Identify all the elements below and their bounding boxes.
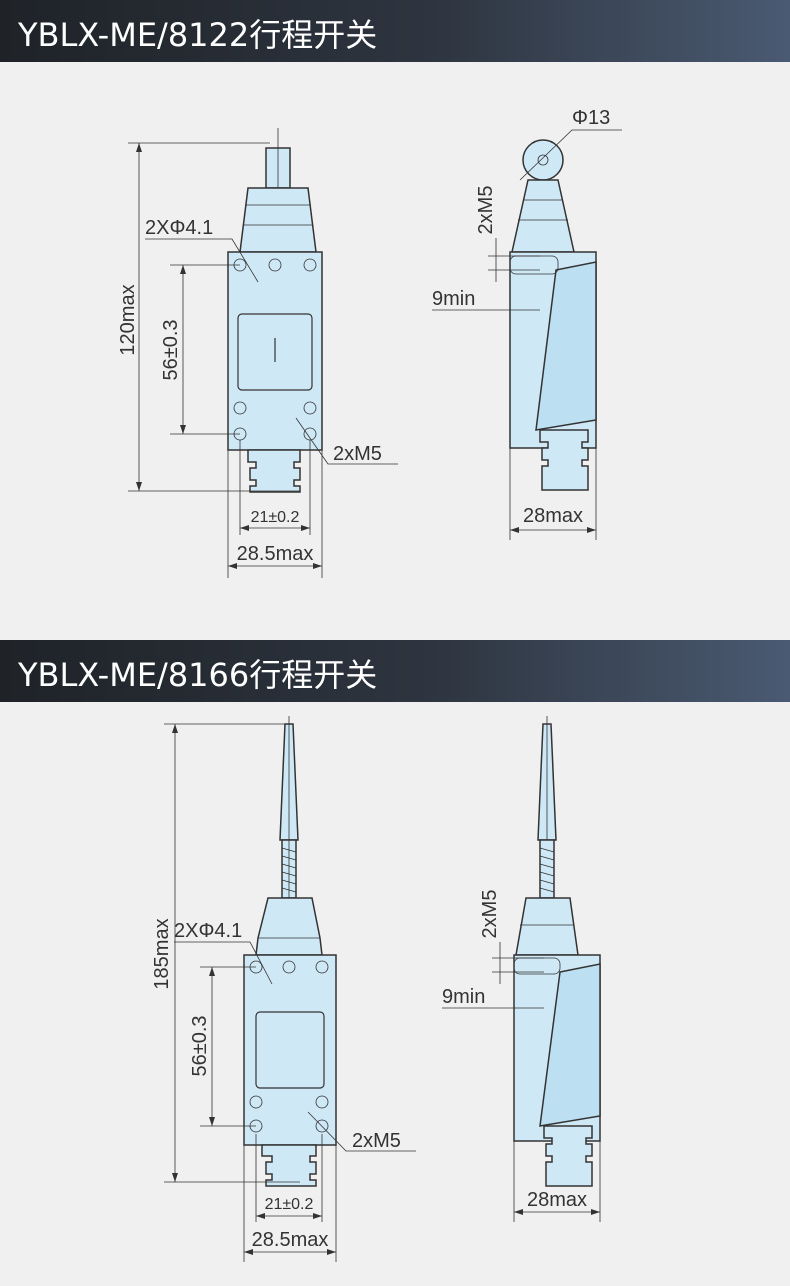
hole-label-2: 2XΦ4.1 xyxy=(174,920,242,942)
cable-gland-2 xyxy=(261,1144,317,1187)
section-1-title: YBLX-ME/8122行程开关 xyxy=(18,16,378,54)
section-1-panel: 120max 56±0.3 2XΦ4.1 2xM5 21±0.2 xyxy=(0,62,790,640)
dia-label: Φ13 xyxy=(572,107,610,129)
side-thread-label: 2xM5 xyxy=(475,186,497,235)
side-min-label-2: 9min xyxy=(442,986,485,1008)
spacing-label-2: 21±0.2 xyxy=(265,1196,314,1213)
width-label-2: 28.5max xyxy=(252,1229,329,1251)
side-min-label: 9min xyxy=(432,288,475,310)
side-view-8122: Φ13 2xM5 9min 28max xyxy=(432,107,622,540)
spacing-label: 21±0.2 xyxy=(251,509,300,526)
front-view-8166: 185max 56±0.3 2XΦ4.1 2xM5 21±0.2 xyxy=(151,716,416,1262)
height-label-2: 185max xyxy=(151,918,173,989)
pitch-label-2: 56±0.3 xyxy=(189,1015,211,1076)
width-label: 28.5max xyxy=(237,543,314,565)
switch-8166-drawing: 185max 56±0.3 2XΦ4.1 2xM5 21±0.2 xyxy=(151,716,601,1262)
section-2-header: YBLX-ME/8166行程开关 xyxy=(0,640,790,702)
side-width-label: 28max xyxy=(523,505,583,527)
side-cable-gland-2 xyxy=(543,1125,593,1187)
side-thread-label-2: 2xM5 xyxy=(479,890,501,939)
section-2-title: YBLX-ME/8166行程开关 xyxy=(18,656,378,694)
section-2-panel: 185max 56±0.3 2XΦ4.1 2xM5 21±0.2 xyxy=(0,702,790,1281)
side-view-8166: 2xM5 9min 28max xyxy=(442,716,601,1222)
roller-wheel xyxy=(522,139,564,181)
hole-label: 2XΦ4.1 xyxy=(145,217,213,239)
pitch-label: 56±0.3 xyxy=(160,319,182,380)
side-head-2 xyxy=(515,897,579,956)
section-1-header: YBLX-ME/8122行程开关 xyxy=(0,0,790,62)
cable-gland xyxy=(247,449,301,493)
switch-8122-drawing: 120max 56±0.3 2XΦ4.1 2xM5 21±0.2 xyxy=(117,107,622,578)
side-cable-gland xyxy=(539,429,589,491)
switch-head xyxy=(239,187,317,253)
front-view-8122: 120max 56±0.3 2XΦ4.1 2xM5 21±0.2 xyxy=(117,128,398,578)
side-width-label-2: 28max xyxy=(527,1189,587,1211)
side-head xyxy=(511,179,575,253)
height-label: 120max xyxy=(117,284,139,355)
switch-head-2 xyxy=(255,897,323,956)
thread-label-2: 2xM5 xyxy=(352,1130,401,1152)
thread-label: 2xM5 xyxy=(333,443,382,465)
